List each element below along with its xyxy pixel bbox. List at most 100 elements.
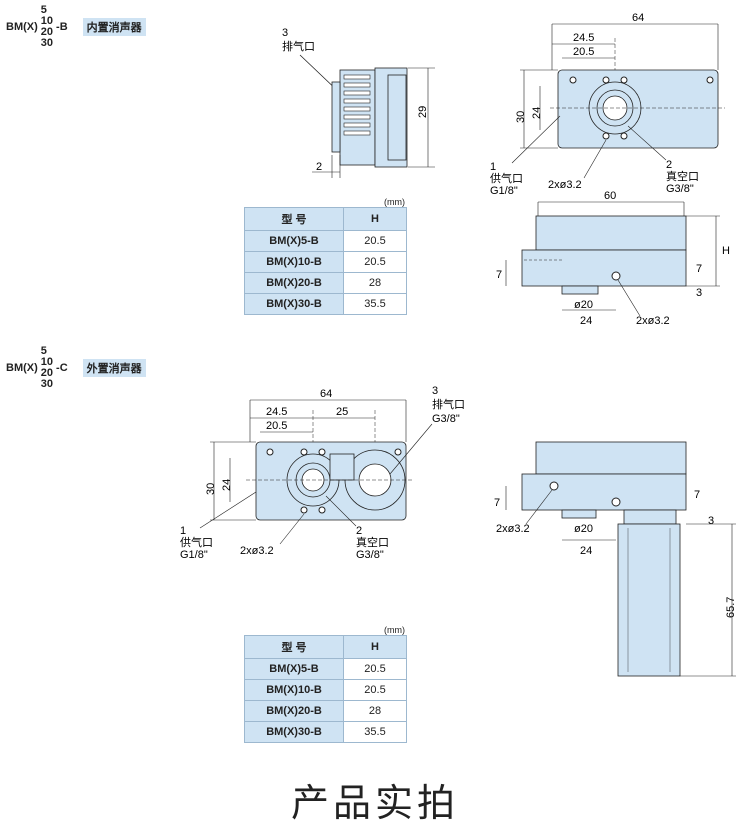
vacuum-port-thread: G3/8"	[666, 183, 694, 195]
section1-side-view: 3 排气口 29 2	[282, 27, 435, 178]
section2-front-view: 7 7 3 65.7 ø20 24 2xø3.2	[494, 441, 737, 677]
cell-h: 28	[343, 700, 407, 722]
vacuum-port-num: 2	[666, 159, 672, 171]
product-photo-title: 产品实拍	[290, 781, 459, 825]
section1-front-view: 60 H 7 7 3 ø20 24 2xø3.2	[496, 190, 730, 327]
exhaust-port-num: 3	[432, 385, 438, 397]
section1-model-code: BM(X) 5 10 20 30 -B 内置消声器	[6, 5, 146, 49]
dim-64: 64	[632, 12, 644, 24]
size-20: 20	[40, 26, 54, 38]
dim-24: 24	[221, 479, 233, 491]
size-20: 20	[40, 367, 54, 379]
supply-port-label: 供气口	[490, 171, 523, 185]
dim-7-left: 7	[496, 269, 502, 281]
header-model: 型 号	[244, 207, 344, 231]
dim-dia-20: ø20	[574, 299, 593, 311]
dim-7-right: 7	[696, 263, 702, 275]
internal-silencer-tag: 内置消声器	[82, 18, 146, 36]
exhaust-port-label: 排气口	[432, 397, 465, 411]
exhaust-port-thread: G3/8"	[432, 413, 460, 425]
exhaust-port-num: 3	[282, 27, 288, 39]
cell-h: 35.5	[343, 293, 407, 315]
cell-h: 20.5	[343, 679, 407, 701]
cell-model: BM(X)30-B	[244, 293, 344, 315]
cell-h: 35.5	[343, 721, 407, 743]
supply-port-num: 1	[490, 161, 496, 173]
model-suffix: -C	[56, 362, 68, 374]
dim-24-bottom: 24	[580, 315, 592, 327]
supply-port-thread: G1/8"	[490, 185, 518, 197]
mount-holes-front: 2xø3.2	[636, 315, 670, 327]
dim-3: 3	[708, 515, 714, 527]
dim-24-bottom: 24	[580, 545, 592, 557]
dim-65-7: 65.7	[725, 597, 737, 618]
mount-holes: 2xø3.2	[240, 545, 274, 557]
dim-H: H	[722, 245, 730, 257]
dim-24-5: 24.5	[266, 406, 287, 418]
exhaust-port-label: 排气口	[282, 39, 315, 53]
size-10: 10	[40, 356, 54, 368]
dim-25: 25	[336, 406, 348, 418]
mount-holes-front: 2xø3.2	[496, 523, 530, 535]
dim-2: 2	[316, 161, 322, 173]
vacuum-port-label: 真空口	[356, 535, 389, 549]
cell-model: BM(X)20-B	[244, 272, 344, 294]
section1-top-view: 64 24.5 20.5 30 24 1 供气口 G1/8" 2xø3.2 2 …	[490, 12, 725, 197]
size-30: 30	[40, 37, 54, 49]
dim-7-left: 7	[494, 497, 500, 509]
cell-model: BM(X)10-B	[244, 679, 344, 701]
dim-64: 64	[320, 388, 332, 400]
supply-port-thread: G1/8"	[180, 549, 208, 561]
unit-label: (mm)	[384, 197, 405, 207]
dim-30: 30	[205, 483, 217, 495]
size-5: 5	[40, 345, 47, 357]
dim-dia-20: ø20	[574, 523, 593, 535]
section2-top-view: 64 24.5 25 20.5 30 24 1 供气口 G1/8" 2xø3.2…	[180, 385, 465, 561]
model-prefix: BM(X)	[6, 21, 38, 33]
cell-model: BM(X)5-B	[244, 230, 344, 252]
vacuum-port-num: 2	[356, 525, 362, 537]
dim-3: 3	[696, 287, 702, 299]
size-30: 30	[40, 378, 54, 390]
size-5: 5	[40, 4, 47, 16]
cell-model: BM(X)5-B	[244, 658, 344, 680]
cell-model: BM(X)10-B	[244, 251, 344, 273]
header-H: H	[343, 207, 407, 231]
model-size-stack: 5 10 20 30	[41, 346, 53, 390]
vacuum-port-label: 真空口	[666, 169, 699, 183]
cell-h: 20.5	[343, 658, 407, 680]
dim-29: 29	[417, 106, 429, 118]
dim-30: 30	[515, 111, 527, 123]
cell-h: 20.5	[343, 251, 407, 273]
cell-h: 20.5	[343, 230, 407, 252]
dim-60: 60	[604, 190, 616, 202]
header-H: H	[343, 635, 407, 659]
supply-port-num: 1	[180, 525, 186, 537]
dim-20-5: 20.5	[266, 420, 287, 432]
header-model: 型 号	[244, 635, 344, 659]
section2-model-code: BM(X) 5 10 20 30 -C 外置消声器	[6, 346, 146, 390]
supply-port-label: 供气口	[180, 535, 213, 549]
dim-7-right: 7	[694, 489, 700, 501]
unit-label: (mm)	[384, 625, 405, 635]
model-prefix: BM(X)	[6, 362, 38, 374]
external-silencer-tag: 外置消声器	[82, 359, 146, 377]
size-10: 10	[40, 15, 54, 27]
dim-20-5: 20.5	[573, 46, 594, 58]
dim-24-5: 24.5	[573, 32, 594, 44]
cell-h: 28	[343, 272, 407, 294]
vacuum-port-thread: G3/8"	[356, 549, 384, 561]
mount-holes: 2xø3.2	[548, 179, 582, 191]
